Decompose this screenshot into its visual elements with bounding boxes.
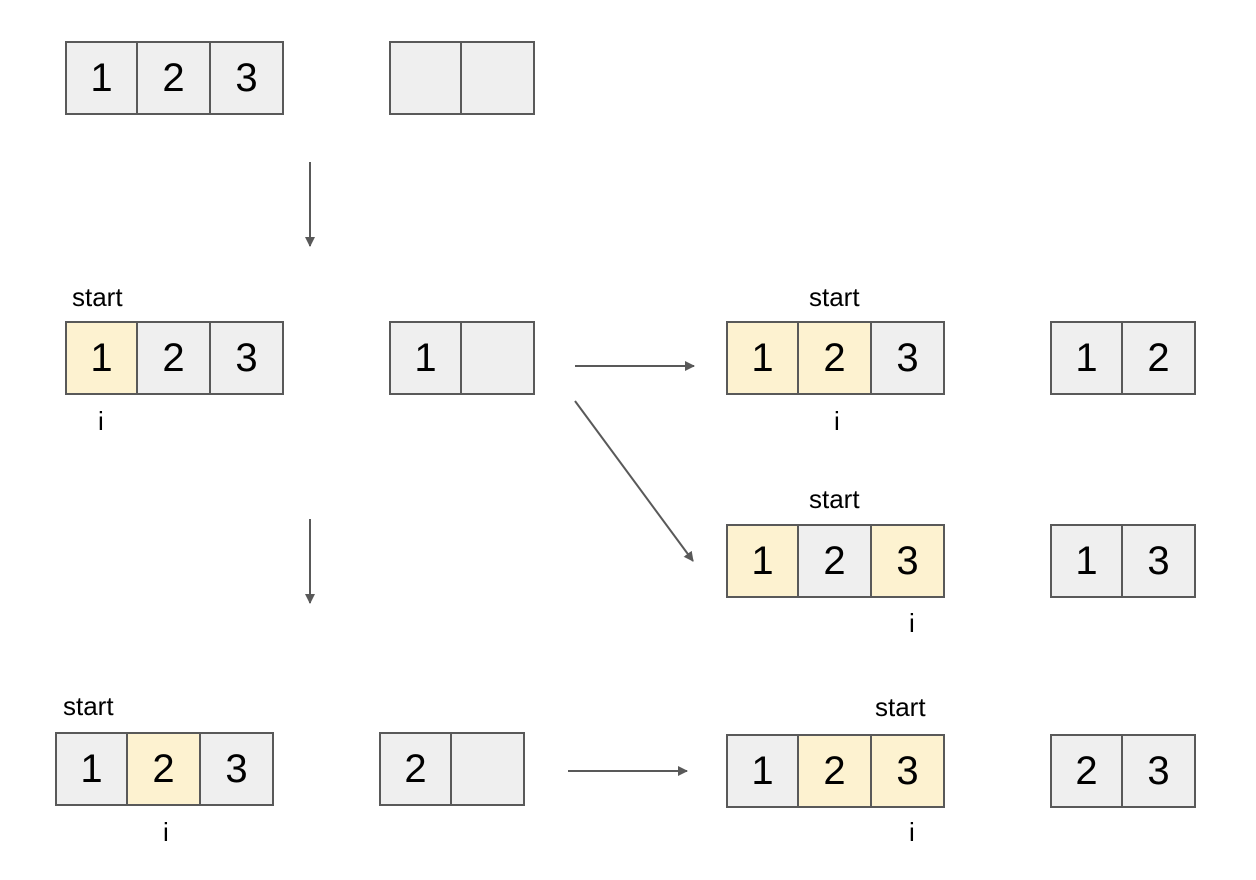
array-cell: 3 (209, 41, 284, 115)
nums-array-1: 1 2 3 (65, 321, 284, 395)
nums-array-4: 1 2 3 (55, 732, 274, 806)
array-cell: 2 (126, 732, 201, 806)
start-label: start (875, 692, 926, 722)
arrow-diagonal (574, 400, 694, 562)
i-pointer-label: i (98, 406, 104, 436)
array-cell: 2 (797, 734, 872, 808)
path-array-0 (389, 41, 535, 115)
array-cell: 3 (870, 734, 945, 808)
array-cell: 3 (870, 524, 945, 598)
path-array-2: 1 2 (1050, 321, 1196, 395)
nums-array-2: 1 2 3 (726, 321, 945, 395)
array-cell: 1 (726, 734, 799, 808)
nums-array-0: 1 2 3 (65, 41, 284, 115)
path-cell (460, 321, 535, 395)
path-cell: 2 (379, 732, 452, 806)
array-cell: 2 (136, 321, 211, 395)
path-cell: 1 (1050, 524, 1123, 598)
path-cell: 1 (389, 321, 462, 395)
path-cell (450, 732, 525, 806)
path-cell: 3 (1121, 734, 1196, 808)
array-cell: 1 (65, 321, 138, 395)
i-pointer-label: i (909, 817, 915, 847)
i-pointer-label: i (909, 608, 915, 638)
nums-array-5: 1 2 3 (726, 734, 945, 808)
array-cell: 3 (199, 732, 274, 806)
path-cell: 3 (1121, 524, 1196, 598)
array-cell: 2 (797, 524, 872, 598)
array-cell: 3 (870, 321, 945, 395)
path-cell: 2 (1121, 321, 1196, 395)
path-cell: 2 (1050, 734, 1123, 808)
array-cell: 1 (55, 732, 128, 806)
path-cell: 1 (1050, 321, 1123, 395)
start-label: start (809, 282, 860, 312)
i-pointer-label: i (163, 817, 169, 847)
start-label: start (809, 484, 860, 514)
array-cell: 2 (797, 321, 872, 395)
array-cell: 1 (65, 41, 138, 115)
array-cell: 1 (726, 321, 799, 395)
nums-array-3: 1 2 3 (726, 524, 945, 598)
path-array-5: 2 3 (1050, 734, 1196, 808)
path-cell (460, 41, 535, 115)
array-cell: 2 (136, 41, 211, 115)
start-label: start (63, 691, 114, 721)
i-pointer-label: i (834, 406, 840, 436)
path-array-3: 1 3 (1050, 524, 1196, 598)
path-cell (389, 41, 462, 115)
array-cell: 3 (209, 321, 284, 395)
path-array-1: 1 (389, 321, 535, 395)
path-array-4: 2 (379, 732, 525, 806)
start-label: start (72, 282, 123, 312)
array-cell: 1 (726, 524, 799, 598)
